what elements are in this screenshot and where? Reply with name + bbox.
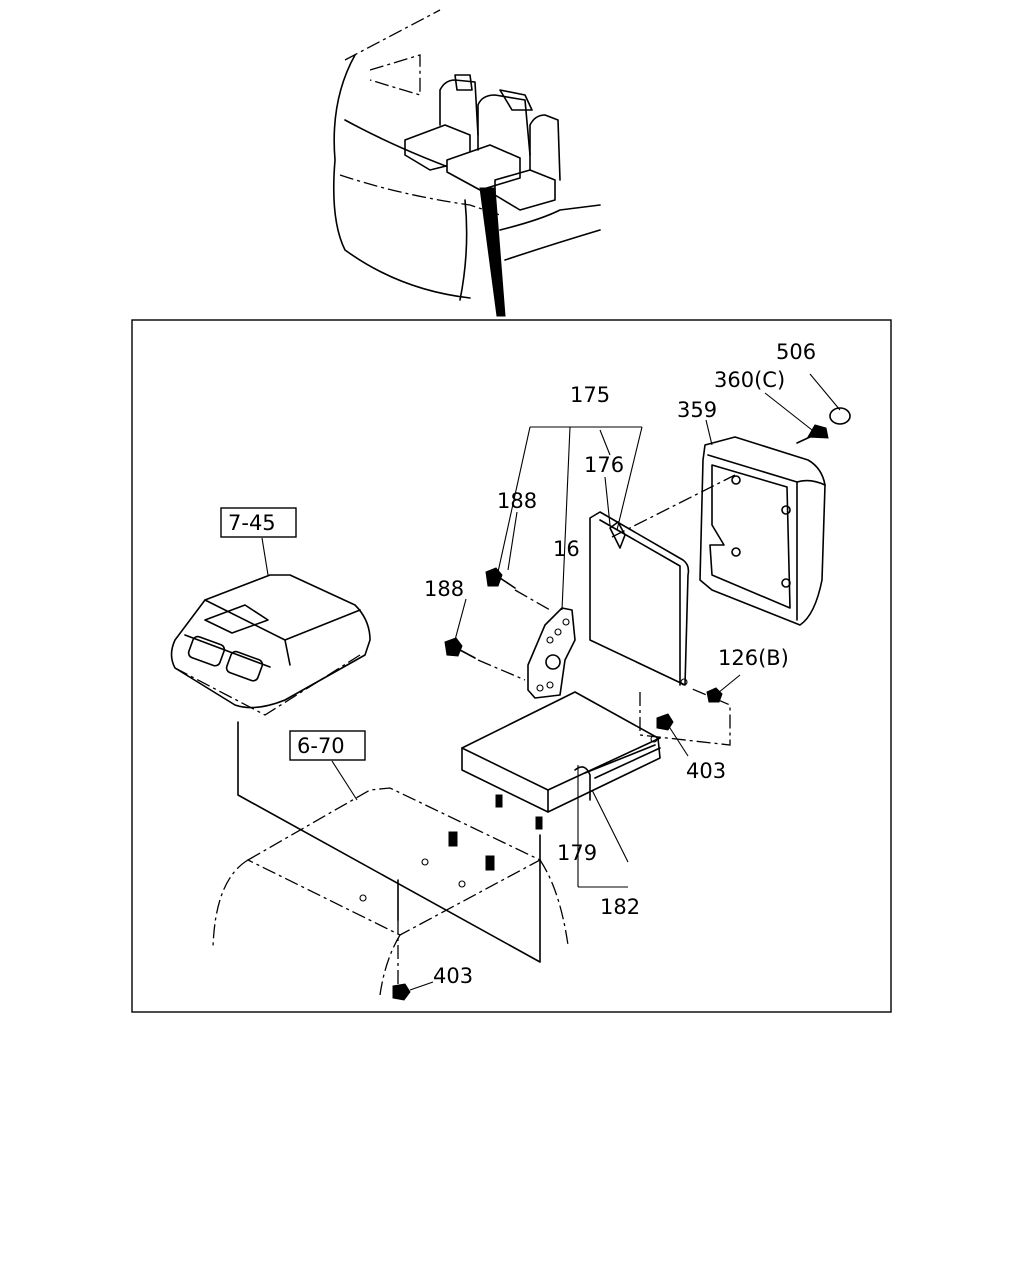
seat-base-6-70	[212, 787, 569, 1001]
callout-179: 179	[557, 841, 597, 865]
nut-126b	[706, 687, 723, 703]
callout-6-70: 6-70	[297, 734, 345, 758]
callout-188-upper: 188	[497, 489, 537, 513]
bolt-188-lower	[444, 637, 526, 681]
seat-back-panel	[589, 511, 690, 686]
bolt-188-upper	[485, 567, 551, 611]
leader-lines	[261, 373, 841, 991]
console-7-45	[170, 574, 371, 716]
callout-126b: 126(B)	[718, 646, 789, 670]
cab-overview-illustration	[332, 9, 601, 317]
callout-182: 182	[600, 895, 640, 919]
cap-506	[829, 407, 851, 425]
seat-back-cover	[699, 436, 826, 626]
callout-403-upper: 403	[686, 759, 726, 783]
screw-360c	[796, 424, 829, 444]
callout-16: 16	[553, 537, 580, 561]
seat-cushion	[461, 691, 661, 830]
callout-7-45: 7-45	[228, 511, 276, 535]
callout-188-lower: 188	[424, 577, 464, 601]
callout-176: 176	[584, 453, 624, 477]
callout-175: 175	[570, 383, 610, 407]
detail-frame	[131, 319, 892, 1013]
callout-403-lower: 403	[433, 964, 473, 988]
callout-360c: 360(C)	[714, 368, 785, 392]
callout-506: 506	[776, 340, 816, 364]
nut-403-upper	[656, 713, 674, 731]
callout-359: 359	[677, 398, 717, 422]
hinge-bracket	[527, 607, 576, 699]
